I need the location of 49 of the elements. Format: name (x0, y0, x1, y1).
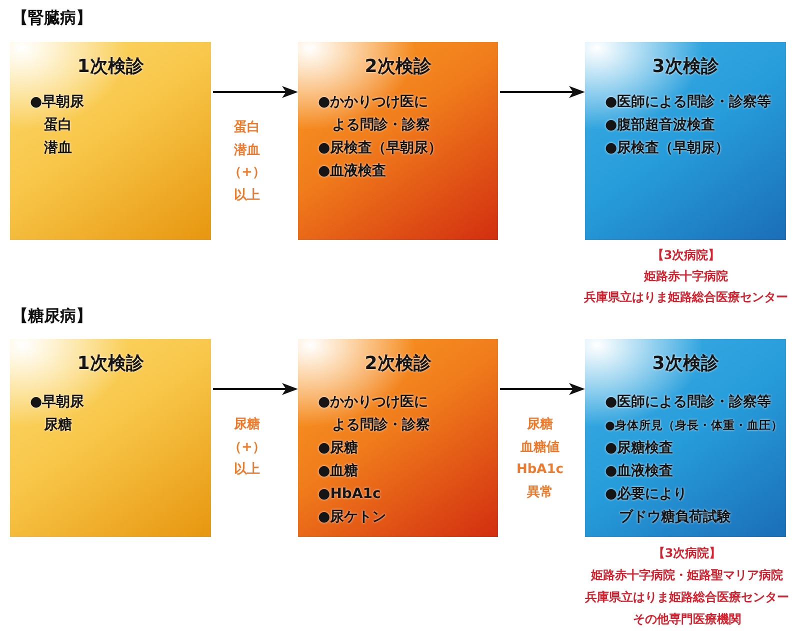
process-box (10, 42, 211, 240)
step-title: 3次検診 (652, 352, 719, 376)
bullet-item: ●血液検査 (318, 162, 386, 181)
step-title: 1次検診 (77, 55, 144, 79)
process-box (10, 339, 211, 537)
section-heading: 【腎臓病】 (12, 7, 92, 29)
process-box (585, 339, 786, 537)
process-box (585, 42, 786, 240)
step-title: 2次検診 (364, 55, 432, 79)
process-box (298, 42, 498, 240)
edge-label: 蛋白潜血（+）以上 (228, 119, 266, 205)
note-heading: 【3次病院】 (652, 545, 722, 562)
bullet-item: ●必要によりブドウ糖負荷試験 (605, 485, 732, 527)
bullet-item: ●身体所見（身長・体重・血圧） (605, 417, 784, 434)
list-item: 蛋白 (44, 116, 72, 135)
note-text: 姫路赤十字病院・姫路聖マリア病院 (591, 567, 783, 584)
bullet-item: ●医師による問診・診察等 (605, 92, 772, 112)
arrow (213, 86, 298, 98)
arrow (500, 86, 585, 98)
bullet-item: ●血液検査 (605, 462, 674, 481)
section-heading: 【糖尿病】 (12, 305, 92, 327)
bullet-item: ●かかりつけ医による問診・診察 (318, 93, 431, 135)
note-heading: 【3次病院】 (652, 247, 720, 264)
arrow (500, 383, 585, 395)
bullet-item: ●医師による問診・診察等 (605, 392, 772, 412)
bullet-item: ●腹部超音波検査 (605, 116, 716, 135)
bullet-item: ●かかりつけ医による問診・診察 (318, 393, 431, 435)
process-box (298, 339, 498, 537)
note-text: その他専門医療機関 (633, 611, 741, 628)
step-title: 1次検診 (77, 352, 144, 376)
list-item: 尿糖 (44, 416, 72, 435)
bullet-item: ●早朝尿 (30, 93, 84, 112)
arrow (213, 383, 298, 395)
edge-label: 尿糖（+）以上 (228, 416, 266, 480)
bullet-item: ●尿糖検査 (605, 439, 674, 458)
step-title: 2次検診 (364, 352, 432, 376)
note-text: 姫路赤十字病院 (644, 268, 728, 285)
edge-label: 尿糖血糖値HbA1c異常 (516, 416, 564, 502)
list-item: 潜血 (44, 139, 72, 158)
bullet-item: ●血糖 (318, 462, 358, 481)
step-title: 3次検診 (652, 55, 719, 79)
bullet-item: ●尿検査（早朝尿） (318, 139, 442, 158)
bullet-item: ●尿ケトン (318, 508, 386, 527)
bullet-item: ●早朝尿 (30, 393, 84, 412)
note-text: 兵庫県立はりま姫路総合医療センター (585, 589, 789, 606)
bullet-item: ●尿検査（早朝尿） (605, 139, 730, 158)
note-text: 兵庫県立はりま姫路総合医療センター (584, 289, 788, 306)
bullet-item: ●HbA1c (318, 485, 381, 504)
bullet-item: ●尿糖 (318, 439, 358, 458)
